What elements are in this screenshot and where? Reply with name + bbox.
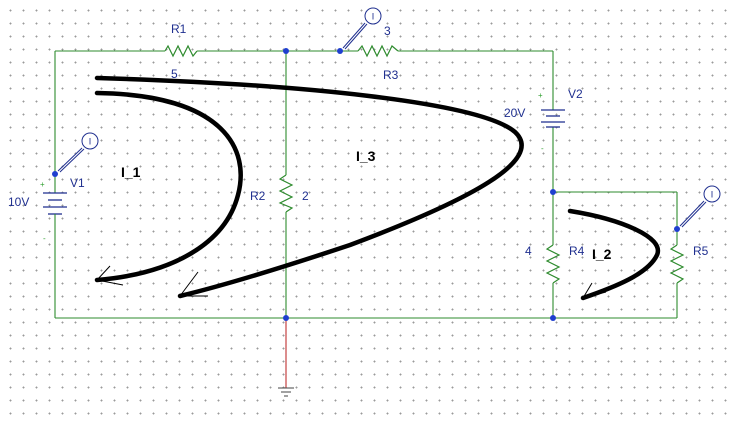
- resistor-r1-symbol[interactable]: [164, 44, 198, 58]
- r2-value: 2: [302, 189, 309, 203]
- current-probe-r5-icon[interactable]: I: [674, 185, 721, 232]
- resistor-r2-symbol[interactable]: [278, 174, 294, 213]
- current-probe-v1-icon[interactable]: I: [52, 132, 99, 177]
- loop-label-i2: I_2: [592, 246, 612, 262]
- v2-name: V2: [568, 87, 583, 101]
- v2-plus-sign: +: [538, 91, 543, 100]
- v2-voltage: 20V: [504, 106, 525, 120]
- v1-minus-sign: -: [43, 234, 46, 243]
- r3-value: 3: [384, 24, 391, 38]
- resistor-r5-symbol[interactable]: [669, 244, 685, 284]
- ground-icon: [278, 387, 294, 397]
- wires: [54, 50, 678, 388]
- node-bottom-middle: [283, 315, 289, 321]
- r1-name: R1: [171, 22, 187, 36]
- r2-name: R2: [250, 189, 266, 203]
- r3-name: R3: [383, 68, 399, 82]
- probe-v1-label: I: [89, 137, 92, 147]
- v1-voltage: 10V: [8, 195, 29, 209]
- current-probe-r3-icon[interactable]: I: [337, 7, 382, 54]
- node-top-middle: [283, 48, 289, 54]
- r4-value: 4: [525, 244, 532, 258]
- loop-arrow-i3: [94, 75, 524, 299]
- r5-name: R5: [693, 244, 709, 258]
- v1-name: V1: [70, 176, 85, 190]
- v2-minus-sign: -: [541, 144, 544, 153]
- loop-label-i1: I_1: [121, 164, 141, 180]
- node-bottom-right: [550, 315, 556, 321]
- resistor-r4-symbol[interactable]: [545, 244, 561, 284]
- battery-v1-symbol[interactable]: [43, 192, 67, 220]
- r1-value: 5: [171, 67, 178, 81]
- resistor-r3-symbol[interactable]: [357, 44, 399, 58]
- loop-label-i3: I_3: [356, 148, 376, 164]
- v1-plus-sign: +: [40, 180, 45, 189]
- loop-arrow-i2: [567, 208, 661, 301]
- probe-r5-label: I: [711, 190, 714, 200]
- r4-name: R4: [569, 244, 585, 258]
- probe-r3-label: I: [372, 12, 375, 22]
- node-right-junction: [550, 189, 556, 195]
- loop-arrow-i1: [94, 90, 243, 286]
- battery-v2-symbol[interactable]: [541, 109, 565, 128]
